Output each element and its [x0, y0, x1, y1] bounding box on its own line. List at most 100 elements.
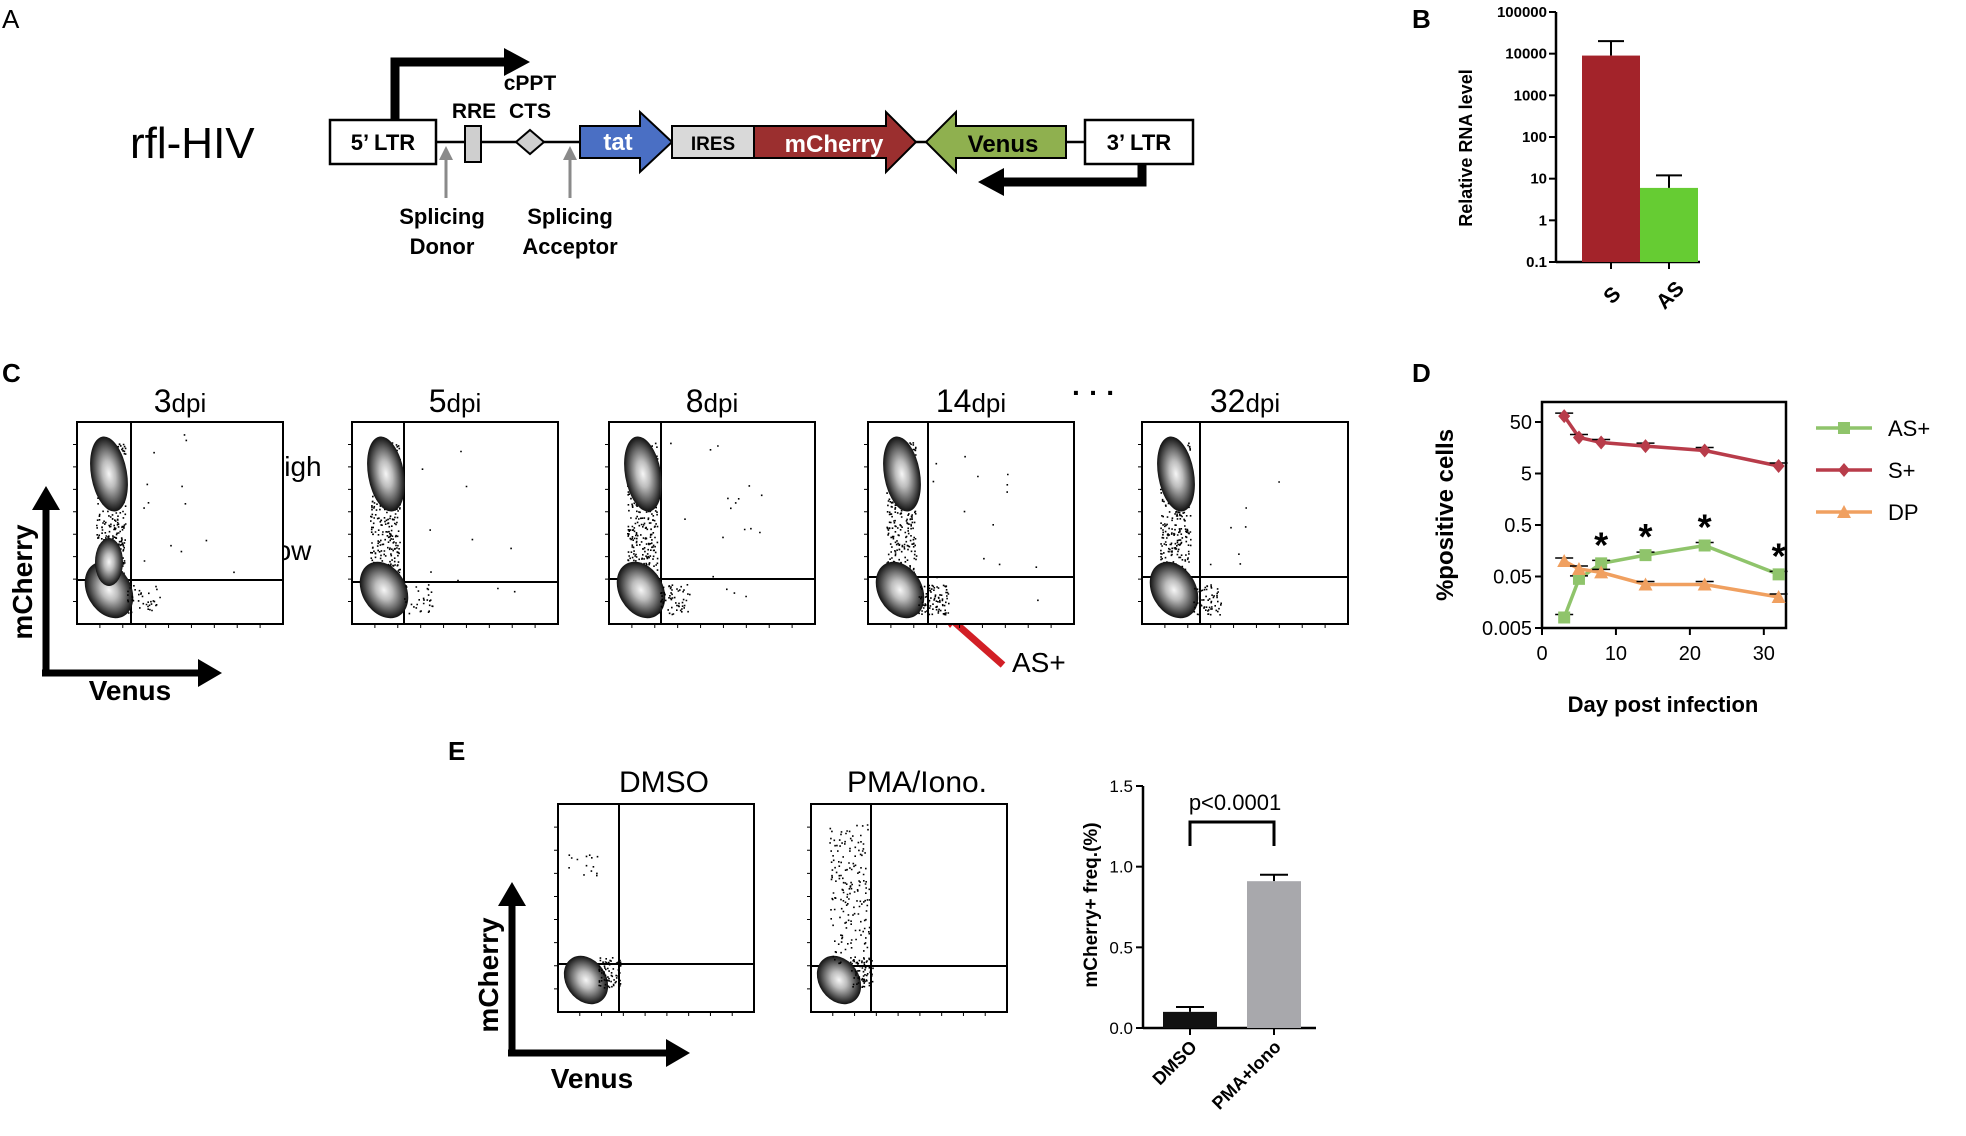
panel-d-xlabel: Day post infection	[1568, 692, 1759, 717]
d-series-line-AS+	[1562, 543, 1780, 619]
forward-arrowhead	[504, 48, 530, 76]
d-point-DP	[1697, 577, 1712, 591]
flow-plot-ticks	[73, 443, 261, 628]
c-population-high	[883, 436, 921, 512]
e-xlabel: Venus	[551, 1063, 633, 1094]
d-point-DP	[1638, 577, 1653, 591]
d-y-tick-label: 5	[1521, 464, 1532, 486]
e-spillover-events	[851, 957, 874, 988]
c-plot-title-32: 32dpi	[1210, 383, 1280, 419]
c-population-mid	[95, 538, 123, 586]
c-plot-title-num: 32	[1210, 383, 1246, 419]
d-legend-marker	[1838, 463, 1850, 477]
panel-d-ylabel: %positive cells	[1432, 429, 1459, 601]
d-point-S+	[1772, 458, 1785, 473]
panel-e-bar-chart: mCherry+ freq.(%) p<0.0001 1.51.00.50.0D…	[1081, 777, 1316, 1113]
d-plot-frame	[1540, 400, 1788, 630]
c-plot-title-num: 3	[154, 383, 172, 419]
d-x-tick-label: 20	[1679, 643, 1701, 665]
panel-b-ylabel: Relative RNA level	[1456, 69, 1476, 226]
panel-c-flow-plots: · · · S-High S-Low AS+ mCherry Venus 3dp…	[7, 377, 1349, 706]
b-y-tick-label: 100	[1522, 129, 1547, 146]
pvalue-bracket	[1188, 820, 1276, 846]
e-bar-pma	[1247, 881, 1301, 1028]
c-plot-title-14: 14dpi	[936, 383, 1006, 419]
c-x-arrowhead	[198, 659, 222, 687]
c-population-high	[90, 436, 128, 512]
ltr3-box	[1083, 118, 1195, 166]
d-significance-star: *	[1639, 516, 1653, 557]
c-population-low	[84, 561, 134, 619]
d-significance-star: *	[1698, 506, 1712, 547]
d-point-AS+	[1572, 572, 1585, 585]
acceptor-label-2: Acceptor	[522, 234, 618, 259]
mcherry-arrow	[753, 109, 918, 175]
d-x-tick-label: 10	[1605, 643, 1627, 665]
e-bar-y-tick-label: 0.5	[1109, 938, 1133, 957]
c-plot-title-unit: dpi	[447, 388, 482, 418]
c-plot-title-num: 5	[429, 383, 447, 419]
c-population-low	[359, 561, 409, 619]
d-point-DP	[1571, 561, 1586, 575]
d-x-tick-label: 30	[1753, 643, 1775, 665]
e-sparse-events	[568, 854, 599, 877]
d-significance-star: *	[1594, 524, 1608, 565]
tat-arrow	[579, 109, 674, 175]
e-y-arrowhead	[498, 882, 526, 906]
d-x-tick-label: 0	[1536, 643, 1547, 665]
c-spillover-events	[404, 584, 434, 615]
acceptor-arrowhead	[563, 146, 577, 160]
d-point-DP	[1557, 553, 1572, 567]
d-point-S+	[1595, 435, 1608, 450]
as-plus-label: AS+	[1012, 647, 1066, 678]
b-y-tick-label: 1	[1539, 212, 1547, 229]
panel-b-letter: B	[1412, 4, 1431, 34]
timepoint-ellipsis: · · ·	[1072, 377, 1116, 408]
d-y-tick-label: 0.05	[1493, 567, 1532, 589]
d-y-tick-label: 50	[1510, 412, 1532, 434]
c-y-arrowhead	[32, 486, 60, 510]
b-y-tick-label: 10000	[1505, 46, 1547, 63]
cppt-diamond	[514, 128, 546, 156]
ltr5-box	[328, 118, 438, 166]
d-point-AS+	[1639, 549, 1652, 562]
e-population-main	[563, 955, 609, 1005]
d-point-AS+	[1595, 557, 1608, 570]
c-xlabel: Venus	[89, 675, 171, 706]
e-x-arrowhead	[666, 1039, 690, 1067]
b-y-tick-label: 0.1	[1526, 254, 1547, 271]
e-spillover-events	[598, 957, 622, 989]
c-spillover-events	[918, 584, 950, 616]
e-ylabel: mCherry	[473, 917, 504, 1033]
c-population-scatter	[886, 442, 918, 594]
c-population-low	[1149, 561, 1199, 619]
d-point-AS+	[1772, 568, 1785, 581]
c-plot-title-3: 3dpi	[154, 383, 207, 419]
e-bar-y-tick-label: 1.0	[1109, 858, 1133, 877]
cts-label: CTS	[509, 100, 551, 123]
panel-e-flow-plots: DMSO PMA/Iono. mCherry Venus	[473, 766, 1008, 1094]
d-legend-marker	[1838, 422, 1850, 434]
construct-diagram: rfl-HIV 5’ LTR RRE cPPT CTS Splicing Don…	[130, 48, 1195, 259]
d-point-S+	[1572, 430, 1585, 445]
d-y-tick-label: 0.005	[1482, 618, 1532, 640]
c-plot-title-unit: dpi	[172, 388, 207, 418]
b-x-tick-label: AS	[1652, 277, 1689, 314]
c-population-scatter	[627, 442, 659, 594]
e-population-main	[816, 955, 862, 1005]
c-plot-title-num: 14	[936, 383, 972, 419]
panel-c-letter: C	[2, 358, 21, 388]
d-series-line-S+	[1562, 415, 1779, 468]
flow-plot-ticks	[864, 443, 1052, 628]
c-plot-title-num: 8	[686, 383, 704, 419]
panel-e-bar-ylabel: mCherry+ freq.(%)	[1081, 822, 1102, 987]
e-pma-title: PMA/Iono.	[847, 766, 987, 799]
c-plot-title-unit: dpi	[1245, 388, 1280, 418]
construct-name: rfl-HIV	[130, 119, 255, 168]
d-legend-marker	[1837, 505, 1851, 518]
b-x-tick-label: S	[1599, 282, 1625, 308]
d-point-AS+	[1698, 539, 1711, 552]
d-point-AS+	[1558, 611, 1571, 624]
d-point-DP	[1771, 589, 1786, 603]
d-significance-star: *	[1772, 535, 1786, 576]
